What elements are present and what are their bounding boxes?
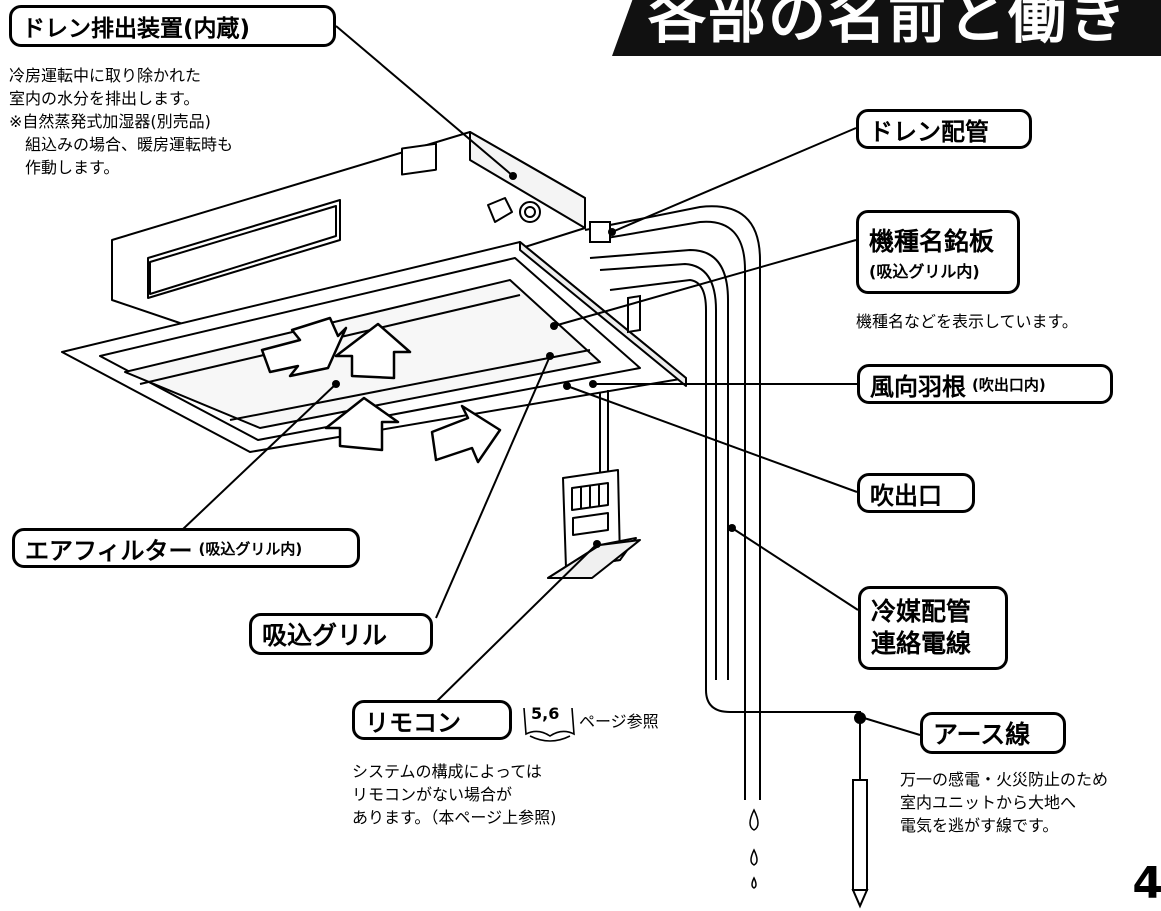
label-remote: リモコン [352, 700, 512, 740]
drain-pipe [584, 205, 761, 800]
label-outlet: 吹出口 [857, 473, 975, 513]
nameplate-description: 機種名などを表示しています。 [856, 312, 1078, 331]
label-air-filter: エアフィルター (吸込グリル内) [12, 528, 360, 568]
remote-page-ref-number: 5,6 [531, 704, 560, 723]
remote-controller [547, 469, 641, 579]
label-intake-grille: 吸込グリル [249, 613, 433, 655]
airflow-arrow [430, 404, 502, 464]
label-louver: 風向羽根 (吹出口内) [857, 364, 1113, 404]
earth-wire [609, 278, 861, 780]
airflow-arrow [324, 396, 400, 452]
book-icon [523, 707, 575, 742]
label-drain-pipe: ドレン配管 [856, 109, 1032, 149]
page-number: 4 [1132, 858, 1161, 909]
airflow-arrow [260, 316, 348, 378]
label-refrigerant-pipe: 冷媒配管 連絡電線 [858, 586, 1008, 670]
remote-page-ref-text: ページ参照 [579, 712, 659, 731]
label-ground-wire: アース線 [920, 712, 1066, 754]
unit-side [469, 131, 586, 229]
airflow-arrow [334, 322, 412, 380]
label-nameplate: 機種名銘板 (吸込グリル内) [856, 210, 1020, 294]
remote-description: システムの構成によっては リモコンがない場合が あります。（本ページ上参照) [352, 762, 557, 827]
label-drain-device-title: ドレン排出装置(内蔵) [22, 16, 251, 42]
ground-wire-description: 万一の感電・火災防止のため 室内ユニットから大地へ 電気を逃がす線です。 [900, 770, 1109, 835]
label-drain-device: ドレン排出装置(内蔵) [9, 5, 336, 47]
page-title: 各部の名前と働き [648, 0, 1129, 50]
drain-device-description: 冷房運転中に取り除かれた 室内の水分を排出します。 ※自然蒸発式加湿器(別売品)… [9, 66, 234, 177]
